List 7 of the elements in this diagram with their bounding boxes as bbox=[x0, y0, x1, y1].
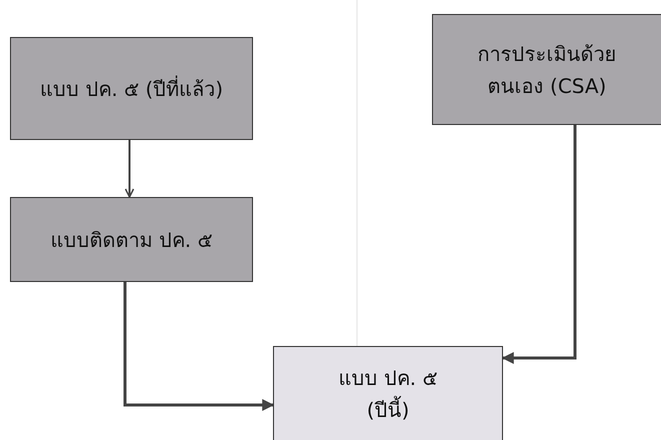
arrow bbox=[502, 125, 576, 364]
arrow bbox=[124, 140, 134, 198]
process-box: แบบ ปค. ๕ (ปีนี้) bbox=[273, 346, 503, 440]
arrow bbox=[124, 282, 274, 411]
process-box: การประเมินด้วย ตนเอง (CSA) bbox=[432, 14, 661, 125]
process-box: แบบ ปค. ๕ (ปีที่แล้ว) bbox=[10, 37, 253, 140]
process-box: แบบติดตาม ปค. ๕ bbox=[10, 197, 253, 282]
